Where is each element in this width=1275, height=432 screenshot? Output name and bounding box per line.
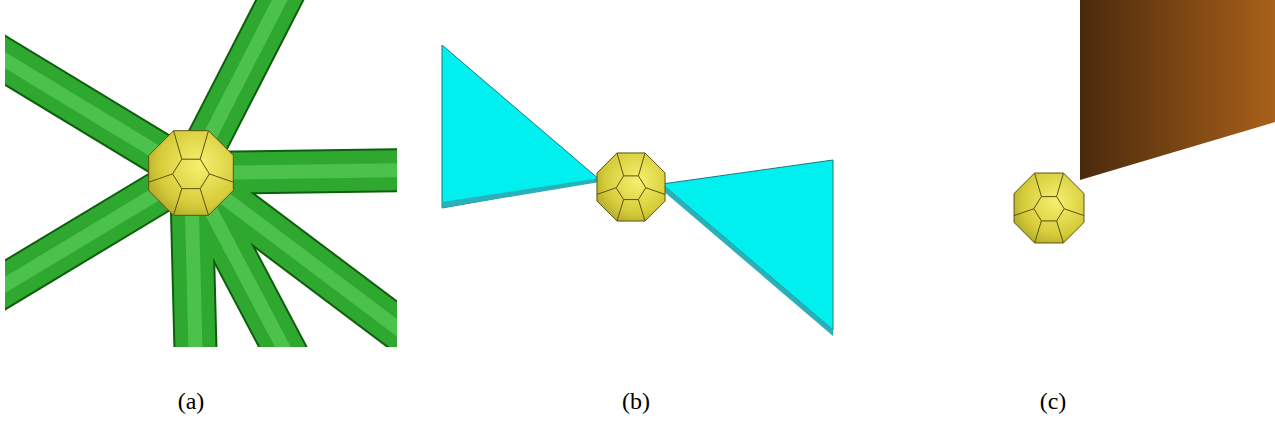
beam-group [5, 0, 397, 347]
panel-label: (b) [622, 388, 650, 415]
triangle-plate [442, 45, 600, 208]
polyhedron [149, 131, 234, 216]
plate-edge [442, 178, 600, 208]
polyhedron [597, 153, 665, 221]
panel-label: (c) [1040, 388, 1067, 415]
triangle-plate [662, 160, 833, 330]
plate-edge [662, 184, 833, 336]
polyhedron [1014, 173, 1084, 243]
panel-label: (a) [178, 388, 205, 415]
quad-plate [1080, 0, 1275, 180]
